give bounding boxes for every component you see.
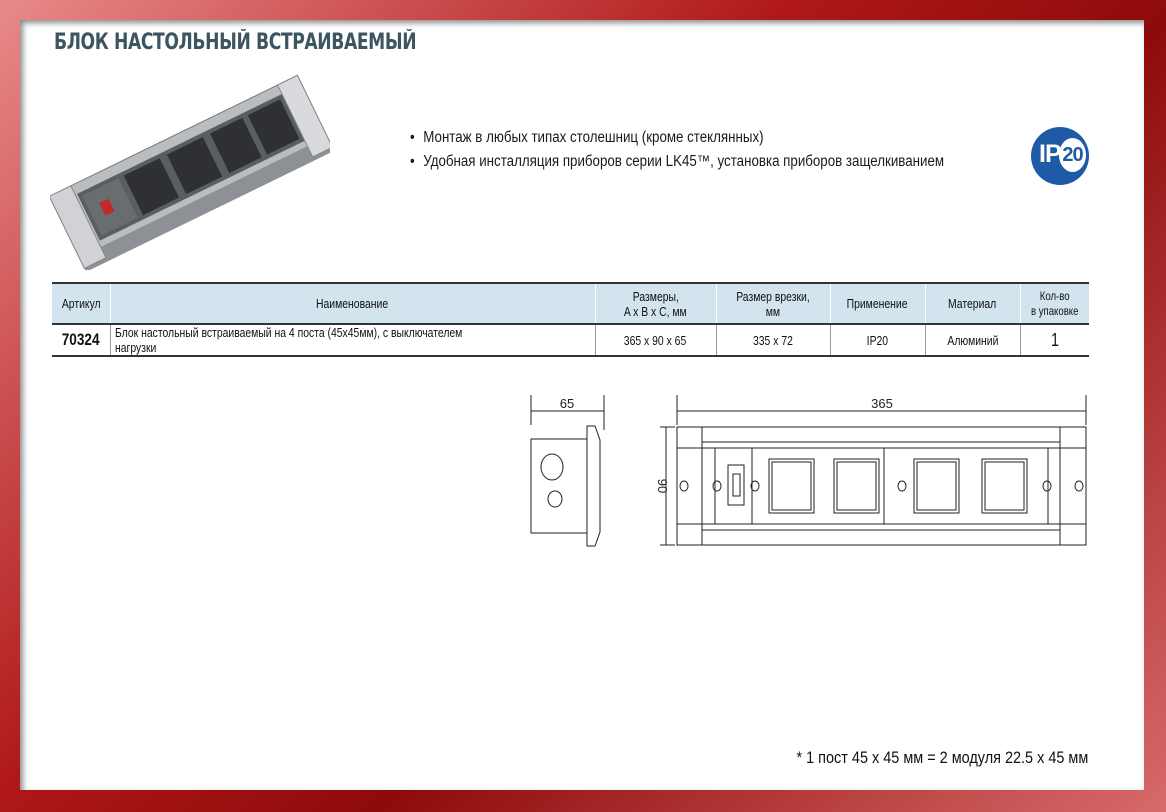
header-cutout: Размер врезки,мм (715, 283, 830, 324)
cell-material: Алюминий (924, 324, 1020, 356)
header-material: Материал (924, 283, 1020, 324)
cell-dimensions: 365 x 90 x 65 (594, 324, 716, 356)
socket-outlines (768, 458, 1028, 514)
table-row: 70324 Блок настольный встраиваемый на 4 … (52, 324, 1089, 356)
feature-item: Монтаж в любых типах столешниц (кроме ст… (410, 126, 944, 150)
page-title: БЛОК НАСТОЛЬНЫЙ ВСТРАИВАЕМЫЙ (54, 30, 417, 55)
header-name: Наименование (109, 283, 595, 324)
dimension-height: 90 (655, 479, 670, 493)
ip20-badge-icon: IP 20 (1031, 127, 1089, 185)
header-application: Применение (829, 283, 925, 324)
front-view-drawing: 365 90 (655, 395, 1087, 546)
dimension-depth: 65 (560, 396, 574, 411)
table-header-row: Артикул Наименование Размеры,A x B x C, … (52, 283, 1089, 324)
product-table: Артикул Наименование Размеры,A x B x C, … (52, 282, 1089, 357)
header-dimensions: Размеры,A x B x C, мм (594, 283, 716, 324)
cell-application: IP20 (829, 324, 925, 356)
cell-article: 70324 (61, 330, 100, 349)
cell-qty: 1 (1019, 324, 1089, 356)
feature-item: Удобная инсталляция приборов серии LK45™… (410, 150, 944, 174)
header-article: Артикул (61, 296, 101, 311)
screw-holes (679, 480, 1084, 492)
feature-list: Монтаж в любых типах столешниц (кроме ст… (410, 126, 944, 174)
side-view-drawing: 65 (530, 395, 605, 547)
product-photo (50, 74, 330, 270)
cell-name: Блок настольный встраиваемый на 4 поста … (109, 324, 595, 356)
dimension-length: 365 (871, 396, 893, 411)
cell-cutout: 335 x 72 (715, 324, 830, 356)
footnote: * 1 пост 45 x 45 мм = 2 модуля 22.5 x 45… (796, 748, 1088, 767)
